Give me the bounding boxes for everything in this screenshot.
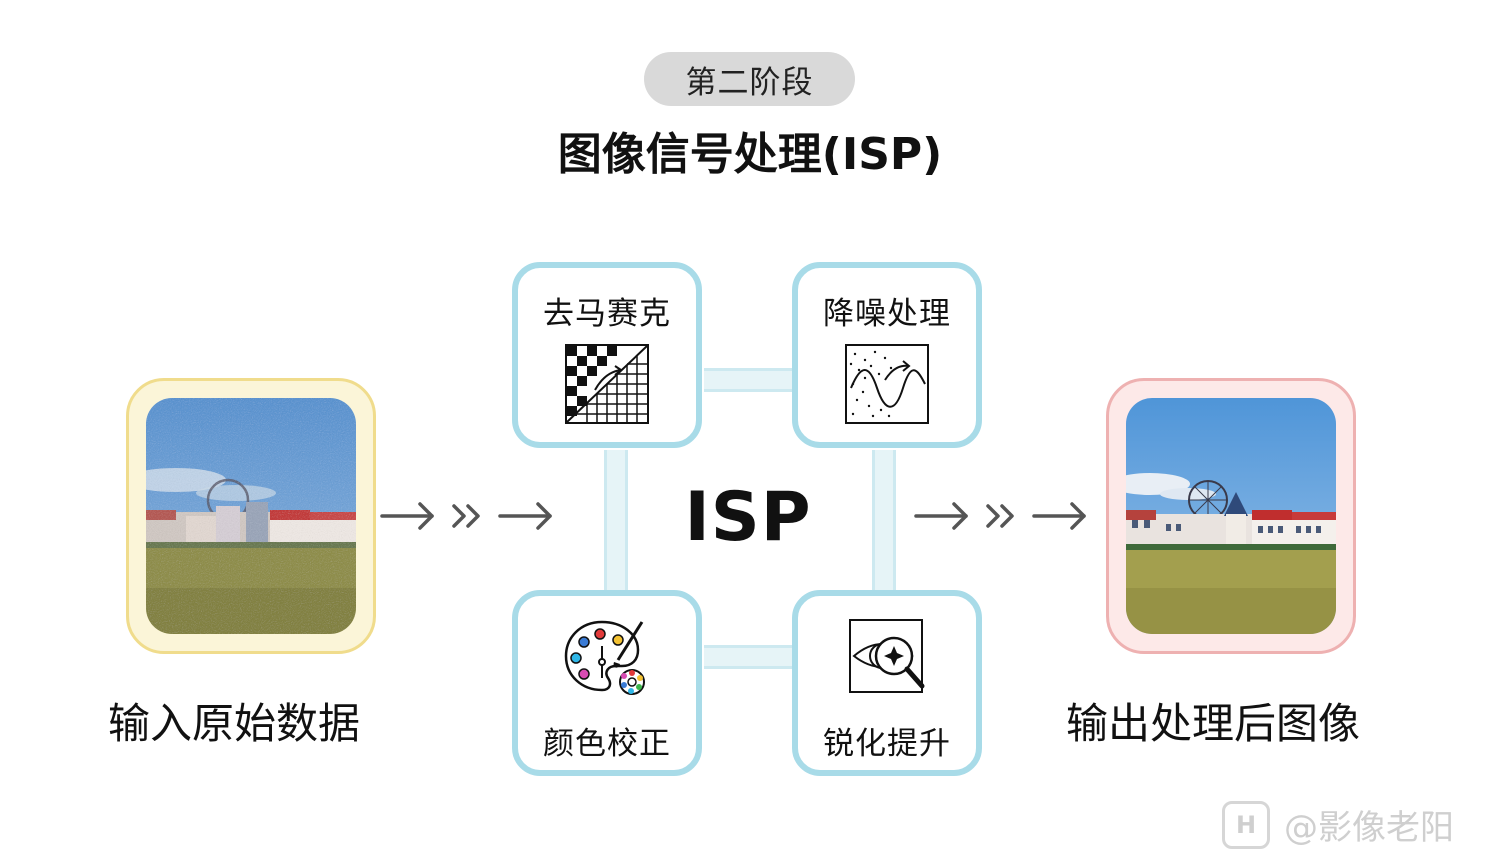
- connector-top: [704, 368, 796, 392]
- input-image-frame: [126, 378, 376, 654]
- step-card-denoise: 降噪处理: [792, 262, 982, 448]
- stage-badge: 第二阶段: [644, 52, 855, 106]
- input-caption: 输入原始数据: [108, 699, 361, 748]
- output-caption: 输出处理后图像: [1066, 699, 1361, 748]
- sharpen-eye-icon: [842, 616, 932, 704]
- isp-center-label: ISP: [684, 478, 812, 557]
- step-label-denoise: 降噪处理: [823, 296, 951, 332]
- page-title: 图像信号处理(ISP): [557, 129, 943, 180]
- step-label-color-correction: 颜色校正: [543, 726, 671, 762]
- app-logo-icon: H: [1222, 800, 1270, 849]
- processed-photo: [1126, 398, 1336, 634]
- step-card-demosaic: 去马赛克: [512, 262, 702, 448]
- input-flow-arrows: [380, 502, 552, 530]
- connector-right: [872, 450, 896, 590]
- denoise-icon: [845, 344, 929, 428]
- watermark-text: @影像老阳: [1284, 808, 1454, 848]
- demosaic-icon: [565, 344, 649, 428]
- step-card-color-correction: 颜色校正: [512, 590, 702, 776]
- watermark: H @影像老阳: [1222, 800, 1454, 849]
- output-image-frame: [1106, 378, 1356, 654]
- color-palette-icon: [562, 616, 652, 704]
- connector-bottom: [704, 645, 796, 669]
- stage-label: 第二阶段: [685, 64, 814, 101]
- step-label-sharpen: 锐化提升: [823, 726, 951, 762]
- output-flow-arrows: [914, 502, 1086, 530]
- connector-left: [604, 450, 628, 590]
- step-card-sharpen: 锐化提升: [792, 590, 982, 776]
- raw-photo: [146, 398, 356, 634]
- step-label-demosaic: 去马赛克: [543, 296, 671, 332]
